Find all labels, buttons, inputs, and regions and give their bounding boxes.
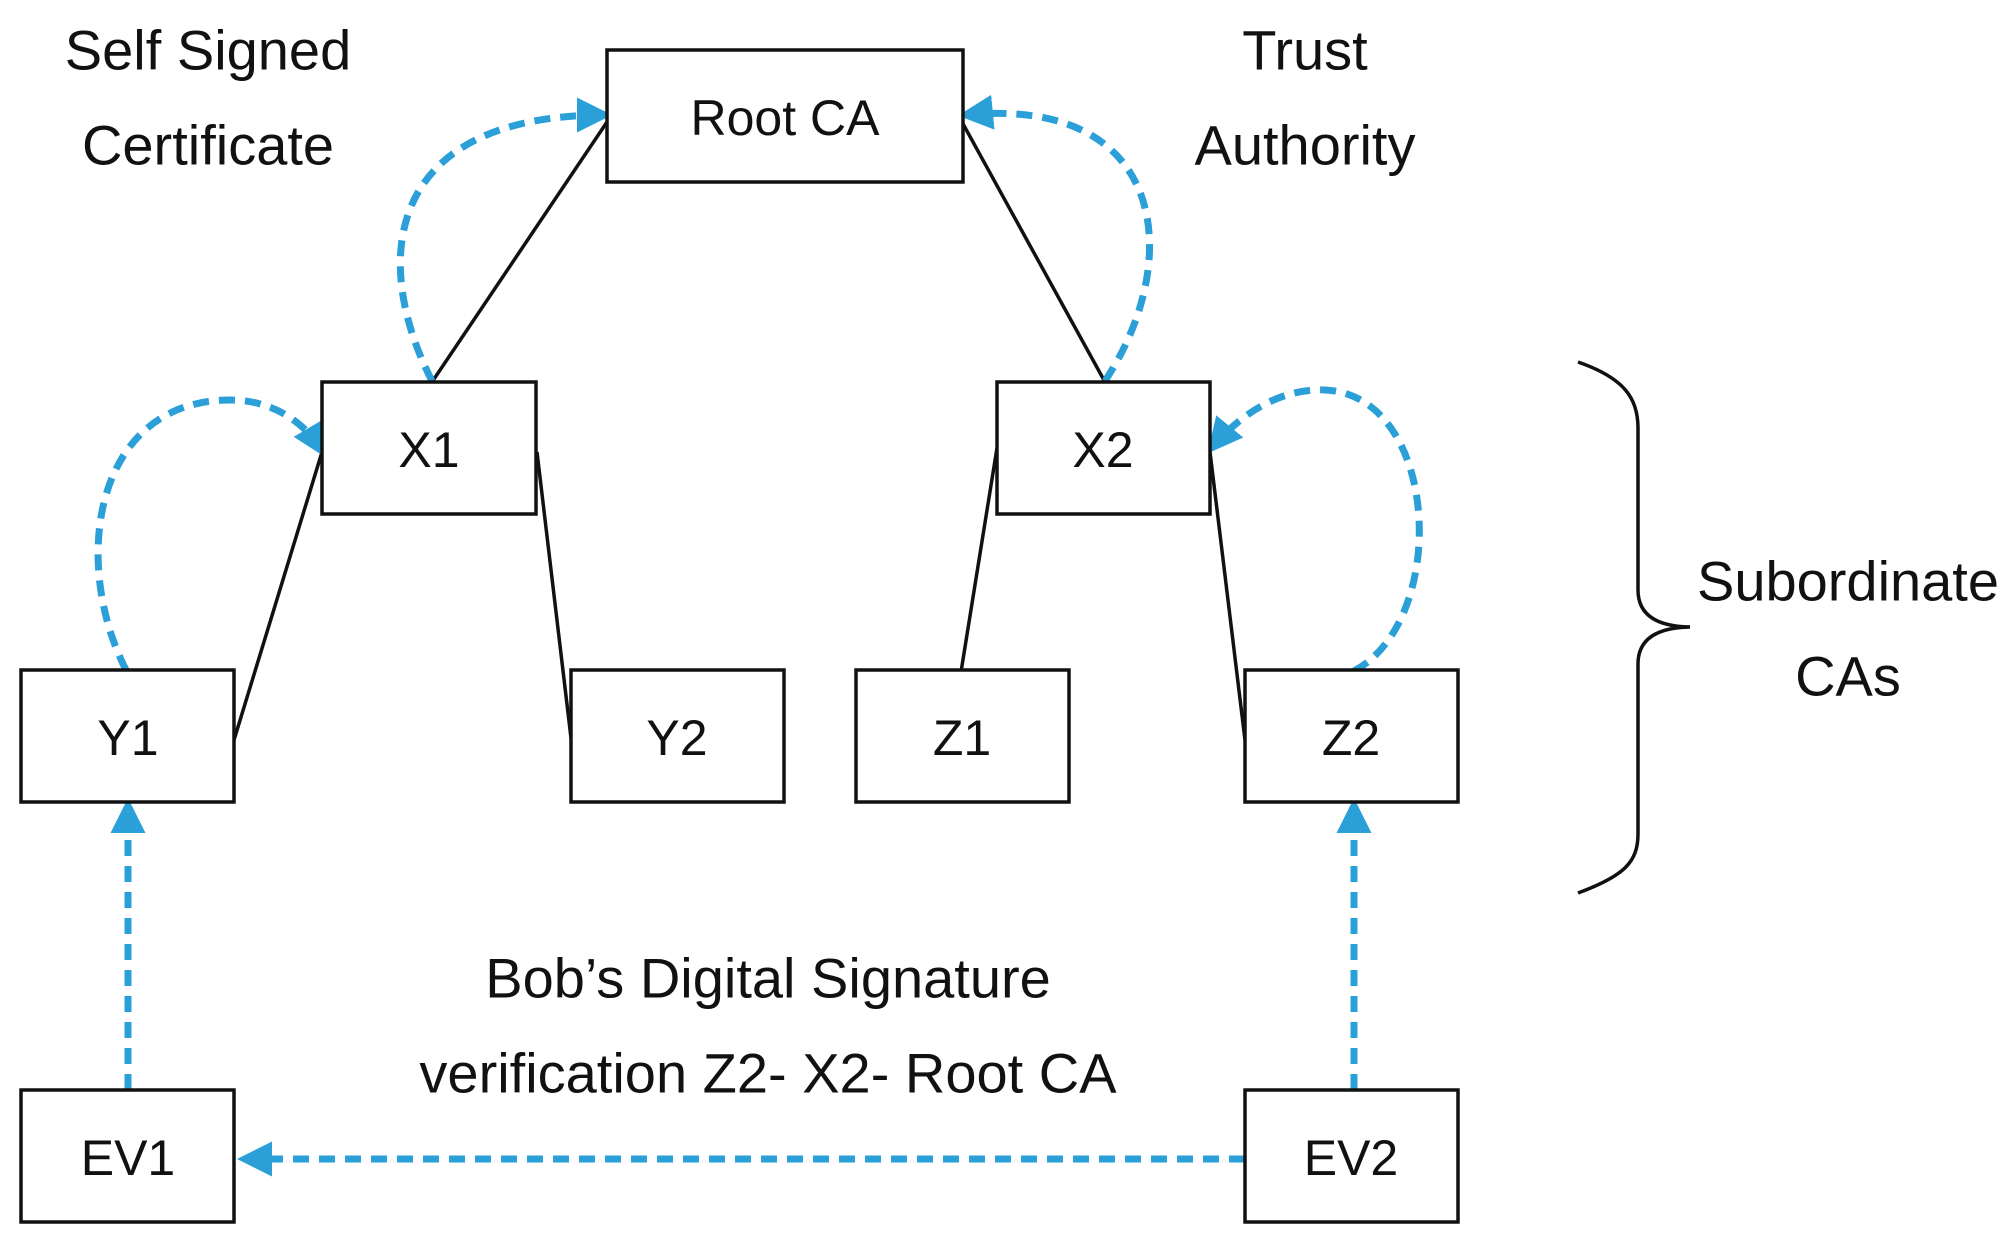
subordinate-label-line2: CAs (1795, 645, 1901, 708)
node-z2 (1243, 668, 1460, 804)
arrow-y1-to-x1 (94, 396, 327, 672)
line-x1-y1 (232, 451, 324, 741)
arrow-x1-to-root (396, 97, 612, 383)
trust-authority-label-line2: Authority (1195, 114, 1416, 177)
node-root-ca-label: Root CA (691, 90, 881, 146)
line-root-x2 (960, 121, 1107, 383)
node-x1-label: X1 (398, 422, 459, 478)
node-ev1 (19, 1088, 236, 1224)
node-ev2-label: EV2 (1304, 1130, 1399, 1186)
node-x1 (320, 380, 538, 516)
subordinate-label-line1: Subordinate (1697, 550, 1999, 613)
node-ev1-label: EV1 (81, 1130, 176, 1186)
self-signed-label-line1: Self Signed (65, 19, 351, 82)
node-y2 (569, 668, 786, 804)
self-signed-label-line2: Certificate (82, 114, 334, 177)
line-x2-z2 (1208, 451, 1247, 741)
node-y2-label: Y2 (646, 710, 707, 766)
line-x1-y2 (535, 451, 573, 739)
node-z1-label: Z1 (933, 710, 991, 766)
verification-arrows (94, 94, 1423, 1177)
node-ev2 (1243, 1088, 1460, 1224)
node-z2-label: Z2 (1322, 710, 1380, 766)
subordinate-bracket (1577, 360, 1691, 895)
arrow-x2-to-root (958, 94, 1154, 383)
arrow-z2-to-x2 (1207, 386, 1423, 675)
node-x2 (995, 380, 1212, 516)
verification-label-line1: Bob’s Digital Signature (485, 947, 1051, 1010)
verification-label-line2: verification Z2- X2- Root CA (419, 1042, 1117, 1105)
node-z1 (854, 668, 1071, 804)
node-y1-label: Y1 (97, 710, 158, 766)
node-x2-label: X2 (1072, 422, 1133, 478)
trust-authority-label-line1: Trust (1242, 19, 1368, 82)
line-x2-z1 (959, 447, 999, 673)
hierarchy-lines (232, 121, 1247, 741)
node-root-ca (605, 48, 965, 184)
node-y1 (19, 668, 236, 804)
line-root-x1 (430, 121, 609, 383)
